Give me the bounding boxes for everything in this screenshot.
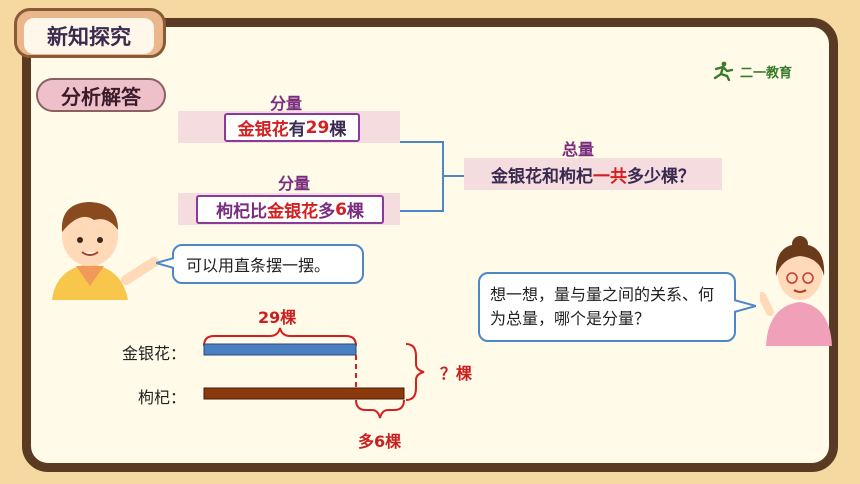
part2-compare: 比 (250, 202, 268, 222)
bar-model-diagram (203, 327, 425, 419)
part2-more: 多 (318, 202, 336, 222)
part2-ref: 金银花 (267, 202, 319, 222)
part2-num: 6 (335, 199, 347, 220)
boy-avatar (52, 202, 159, 300)
part2-name: 枸杞 (216, 202, 251, 222)
total-post: 多少棵？ (627, 166, 695, 187)
connector-bottom (400, 210, 444, 212)
part1-verb: 有 (288, 120, 306, 140)
bar-gouqi (203, 387, 405, 400)
connector-mid (442, 175, 464, 177)
brand-name: 二一教育 (740, 65, 793, 81)
brace-top (203, 327, 357, 347)
total-question: 金银花和枸杞一共多少棵？ (464, 158, 722, 190)
measure-diff: 多6棵 (358, 432, 402, 451)
page-title: 新知探究 (24, 18, 154, 54)
label-jinyinhua: 金银花： (122, 344, 187, 363)
bar-jinyinhua (203, 343, 357, 356)
brace-bottom (355, 399, 405, 419)
runner-icon (713, 61, 734, 81)
boy-speech-bubble: 可以用直条摆一摆。 (172, 244, 364, 284)
measure-total: ？棵 (440, 364, 473, 383)
total-pre: 金银花和枸杞 (491, 166, 593, 187)
total-label: 总量 (562, 140, 595, 159)
part1-unit: 棵 (329, 120, 347, 140)
measure-29: 29棵 (258, 308, 297, 327)
brace-right (405, 343, 425, 401)
bubble-tail-right (734, 299, 756, 313)
total-key: 一共 (593, 166, 627, 187)
connector-top (400, 141, 444, 143)
section-title: 分析解答 (36, 78, 166, 112)
part1-num: 29 (305, 117, 330, 138)
girl-speech-bubble: 想一想，量与量之间的关系、何为总量，哪个是分量？ (478, 272, 736, 342)
part-label-1: 分量 (270, 94, 303, 113)
part1-name: 金银花 (237, 120, 289, 140)
label-gouqi: 枸杞： (138, 388, 187, 407)
part-label-2: 分量 (278, 174, 311, 193)
part2-unit: 棵 (346, 202, 364, 222)
bubble-tail-left (156, 257, 174, 269)
teacher-avatar (760, 236, 832, 346)
brand-logo: 二一教育 (710, 60, 820, 82)
